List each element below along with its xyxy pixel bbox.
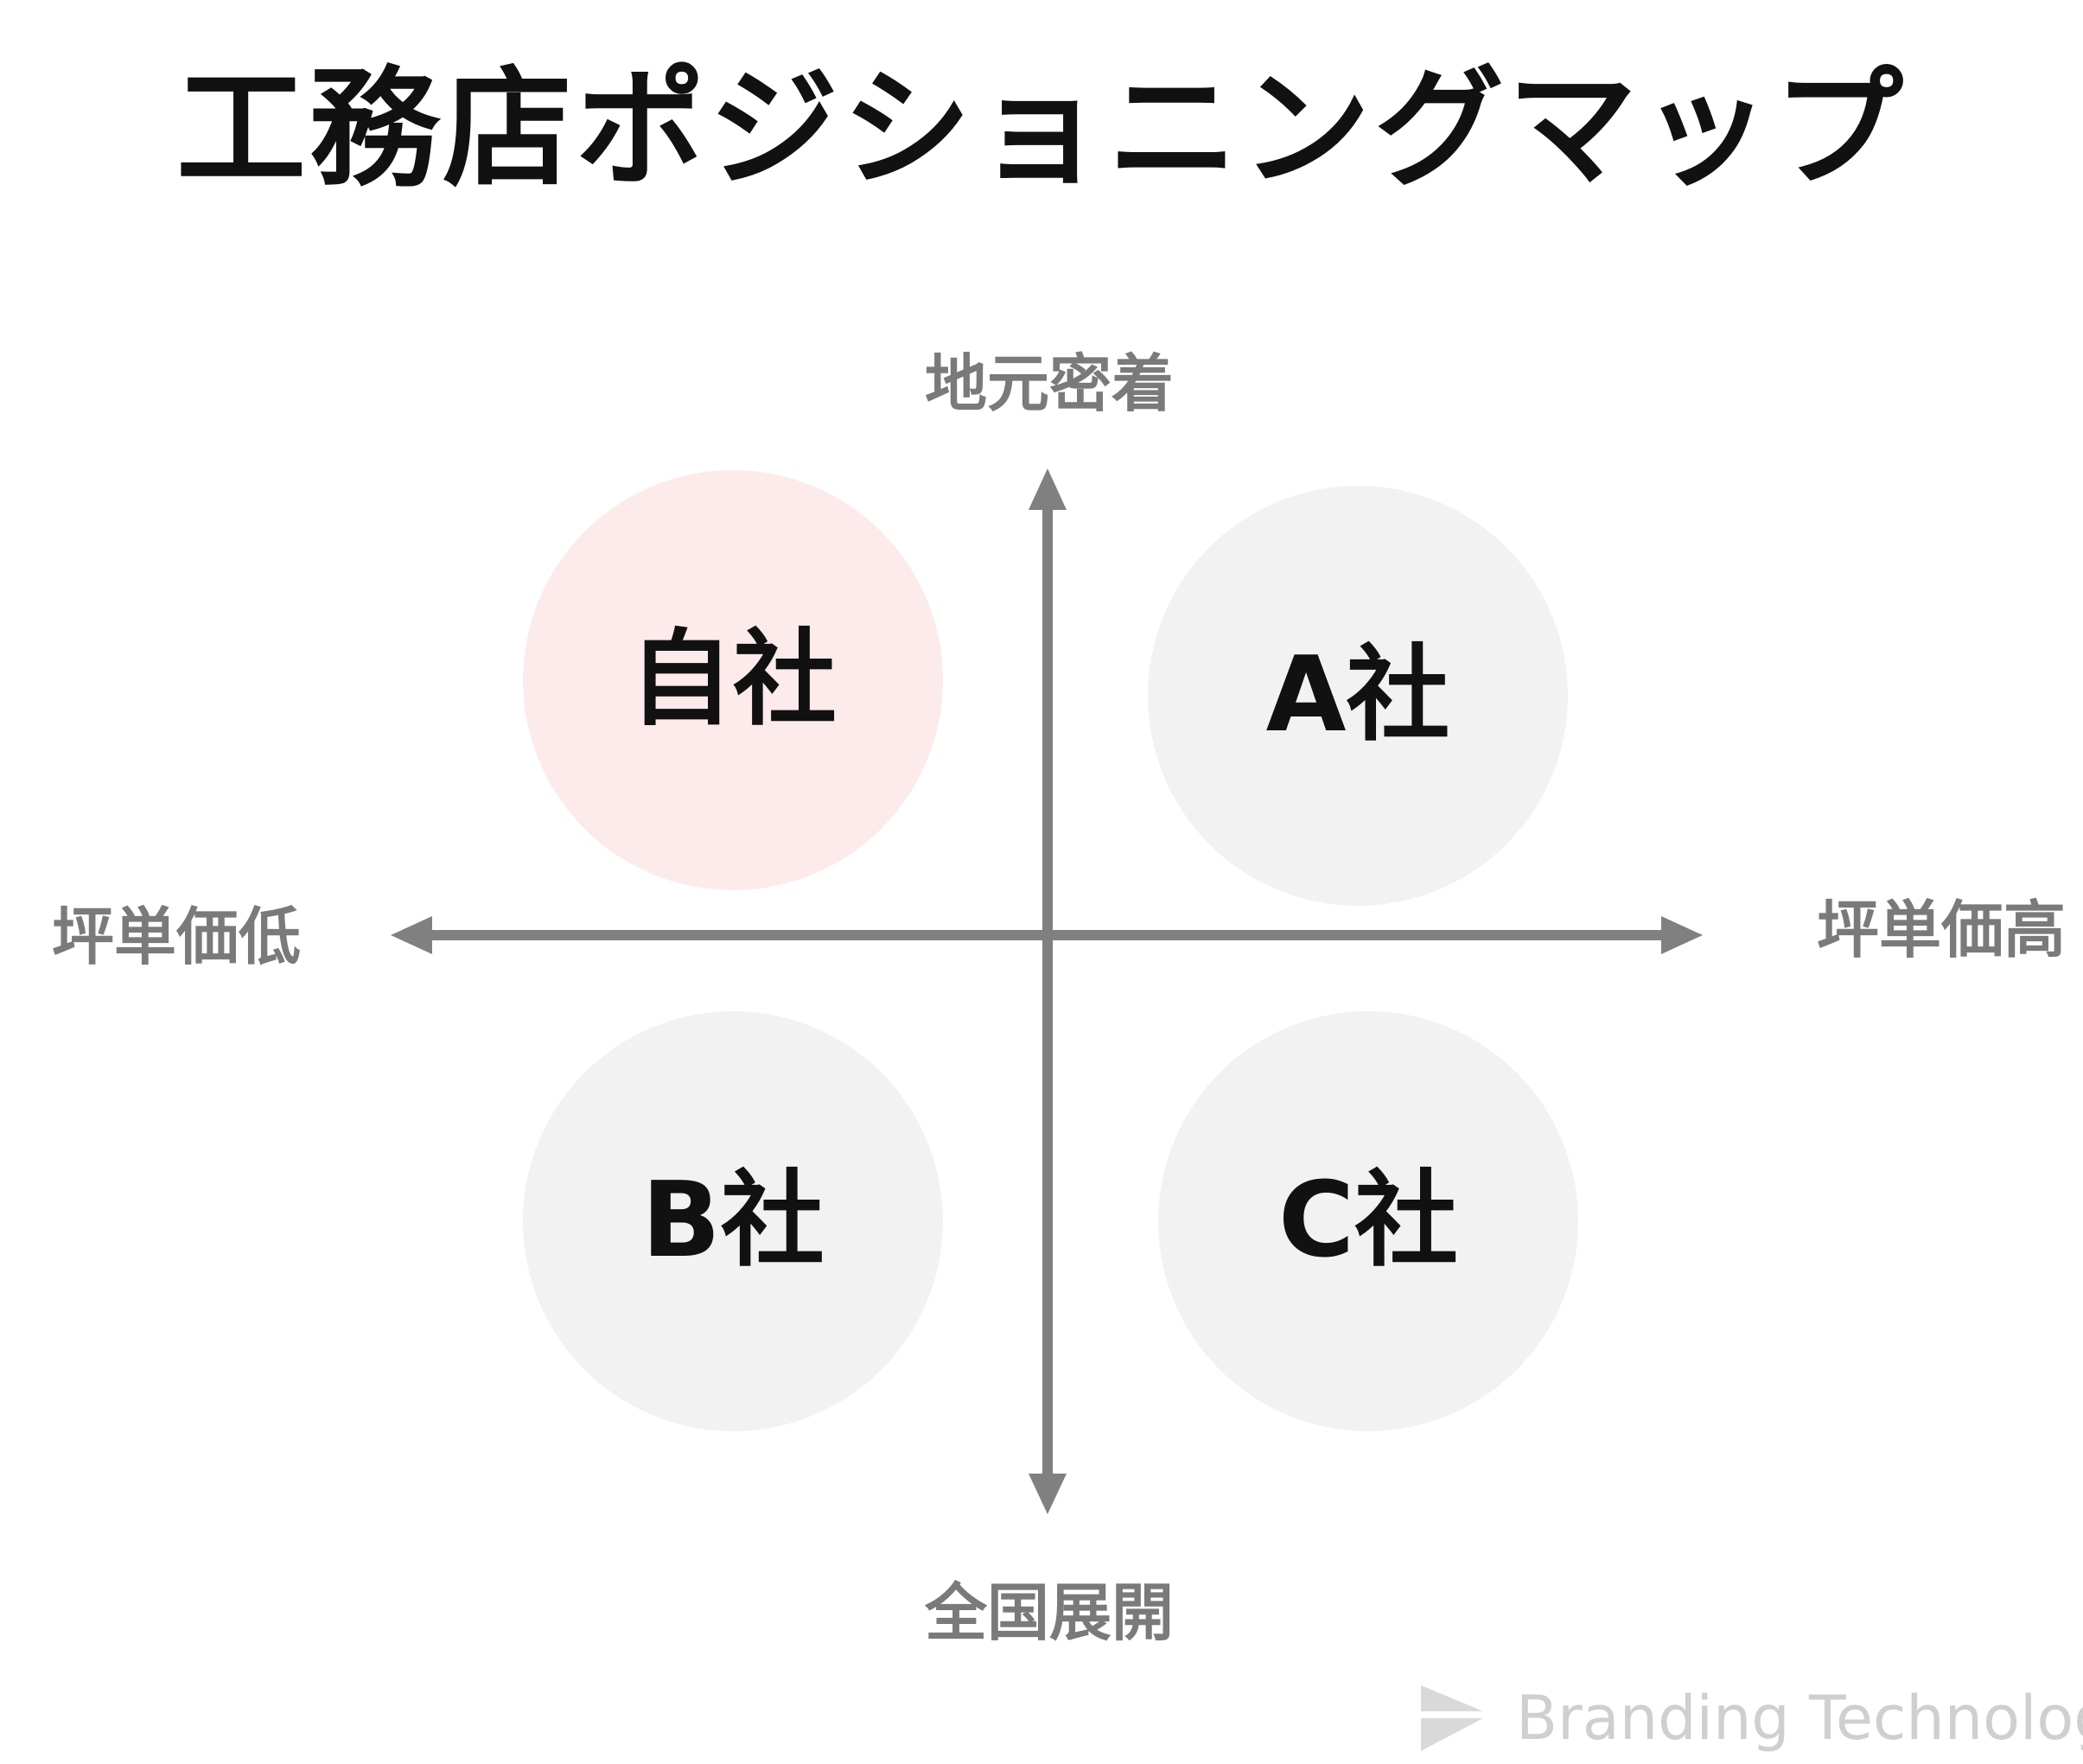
- company-label-self: 自社: [629, 620, 837, 740]
- axis-label-right: 坪単価高: [1816, 894, 2066, 966]
- company-label-a: A社: [1265, 635, 1450, 755]
- company-label-c: C社: [1277, 1161, 1459, 1281]
- axis-label-top: 地元密着: [924, 347, 1174, 420]
- company-label-b: B社: [641, 1161, 825, 1281]
- brand-logo-icon: [1421, 1685, 1483, 1751]
- brand-name: Branding Technology: [1516, 1683, 2083, 1754]
- axis-label-left: 坪単価低: [52, 901, 302, 973]
- page-title: 工務店ポジショニングマップ: [175, 54, 1907, 205]
- arrow-up-icon: [1029, 468, 1067, 510]
- company-circle-self: 自社: [523, 470, 943, 890]
- company-circle-c: C社: [1158, 1011, 1578, 1431]
- company-circle-b: B社: [523, 1011, 943, 1431]
- company-circle-a: A社: [1148, 486, 1568, 906]
- arrow-down-icon: [1029, 1474, 1067, 1514]
- arrow-left-icon: [391, 916, 432, 954]
- axis-label-bottom: 全国展開: [924, 1576, 1174, 1649]
- horizontal-axis: [391, 916, 1703, 954]
- arrow-right-icon: [1661, 916, 1703, 954]
- vertical-axis: [1029, 468, 1067, 1514]
- brand-watermark: Branding Technology: [1417, 1682, 2083, 1754]
